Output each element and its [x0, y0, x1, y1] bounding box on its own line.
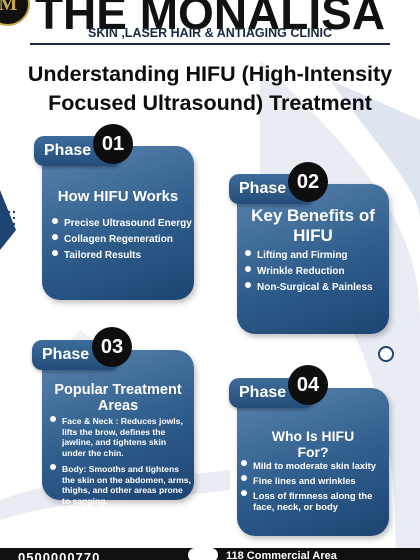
card-title: Key Benefits of HIFU [237, 206, 389, 246]
card-title-line-2: Areas [97, 398, 139, 414]
phase-number-1: 01 [93, 124, 133, 164]
list-item: Non-Surgical & Painless [245, 282, 387, 293]
list-item: Lifting and Firming [245, 250, 387, 261]
list-item: Fine lines and wrinkles [241, 475, 387, 486]
phase-card-1: How HIFU Works Precise Ultrasound Energy… [42, 146, 194, 300]
list-item: Collagen Regeneration [52, 234, 200, 245]
card-title: Popular Treatment Areas [42, 382, 194, 414]
brand-name: THE MONALISA [34, 0, 386, 39]
phone-number[interactable]: 0500000770 [18, 550, 101, 560]
brand-tagline: SKIN ,LASER HAIR & ANTIAGING CLINIC [88, 26, 332, 40]
card-title-line-1: Popular Treatment [54, 382, 182, 398]
page-title-line-2: Focused Ultrasound) Treatment [48, 91, 372, 115]
list-item: Face & Neck : Reduces jowls, lifts the b… [50, 416, 192, 458]
phase-text: Phase [44, 142, 92, 159]
card-title: How HIFU Works [57, 188, 179, 205]
dot-grid-decoration [2, 210, 16, 226]
list-item: Body: Smooths and tightens the skin on t… [50, 464, 192, 506]
phase-card-2: Key Benefits of HIFU Lifting and Firming… [237, 184, 389, 334]
list-item: Mild to moderate skin laxity [241, 460, 387, 471]
page-title: Understanding HIFU (High-Intensity Focus… [0, 60, 420, 118]
location-pin-icon [188, 548, 218, 560]
bullet-list: Precise Ultrasound Energy Collagen Regen… [52, 218, 200, 261]
list-item: Tailored Results [52, 250, 200, 261]
contact-footer: 0500000770 118 Commercial Area [0, 548, 420, 560]
list-item: Loss of firmness along the face, neck, o… [241, 490, 387, 512]
ring-decoration [378, 346, 394, 362]
phase-number-2: 02 [288, 162, 328, 202]
phase-text: Phase [239, 384, 287, 401]
phase-number-4: 04 [288, 365, 328, 405]
header-divider [30, 43, 390, 45]
card-title: Who Is HIFU For? [237, 428, 389, 460]
page-title-line-1: Understanding HIFU (High-Intensity [27, 62, 393, 86]
card-title-line-2: HIFU [293, 226, 333, 245]
card-title-line-1: Key Benefits of [251, 206, 375, 225]
card-title-line-2: For? [297, 444, 329, 460]
phase-card-3: Popular Treatment Areas Face & Neck : Re… [42, 350, 194, 506]
list-item: Wrinkle Reduction [245, 266, 387, 277]
card-title-line-1: Who Is HIFU [271, 428, 355, 444]
address-text: 118 Commercial Area [226, 550, 337, 560]
list-item: Precise Ultrasound Energy [52, 218, 200, 229]
phase-text: Phase [239, 180, 287, 197]
phase-card-4: Who Is HIFU For? Mild to moderate skin l… [237, 388, 389, 536]
bullet-list: Mild to moderate skin laxity Fine lines … [241, 460, 387, 512]
bullet-list: Lifting and Firming Wrinkle Reduction No… [245, 250, 387, 293]
phase-number-3: 03 [92, 327, 132, 367]
phase-text: Phase [42, 346, 90, 363]
bullet-list: Face & Neck : Reduces jowls, lifts the b… [50, 416, 192, 506]
